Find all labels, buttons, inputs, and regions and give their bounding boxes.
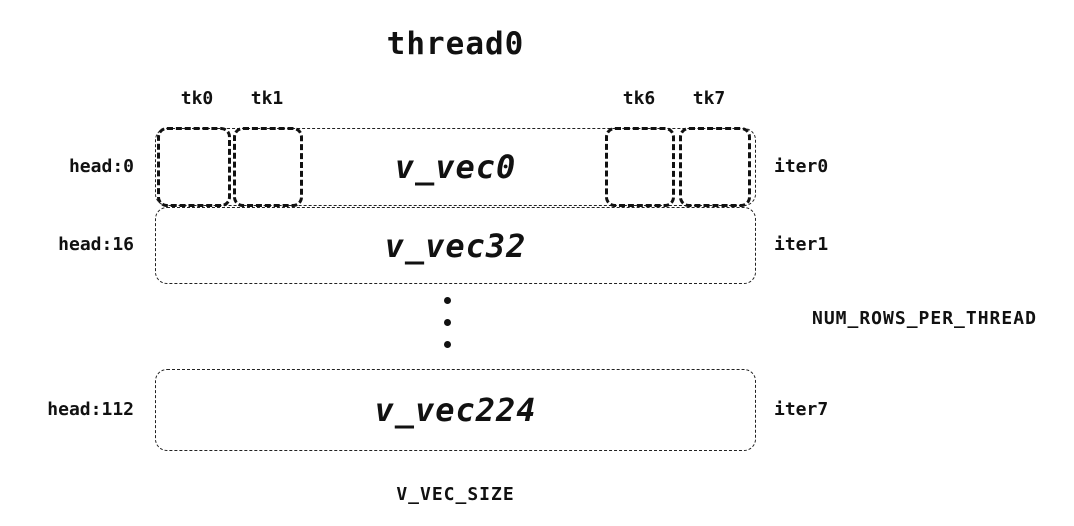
v-vec-size-label: V_VEC_SIZE	[396, 484, 515, 505]
iter0-label: iter0	[774, 156, 829, 177]
tk0-box	[157, 127, 231, 207]
row-iter1: v_vec32	[155, 207, 756, 284]
tk7-box	[679, 127, 751, 207]
row-iter7: v_vec224	[155, 369, 756, 451]
tk0-label: tk0	[180, 88, 214, 109]
diagram-title: thread0	[386, 26, 525, 62]
vec-label-iter7: v_vec224	[374, 391, 537, 429]
num-rows-per-thread-label: NUM_ROWS_PER_THREAD	[812, 308, 1037, 329]
vec-label-iter1: v_vec32	[384, 226, 527, 265]
tk7-label: tk7	[692, 88, 726, 109]
ellipsis-dot	[444, 341, 451, 348]
iter1-label: iter1	[774, 234, 829, 255]
tk6-label: tk6	[622, 88, 656, 109]
ellipsis-dot	[444, 319, 451, 326]
head-label-iter1: head:16	[58, 234, 134, 255]
vertical-ellipsis-icon	[444, 297, 451, 348]
tk1-label: tk1	[250, 88, 284, 109]
tk1-box	[233, 127, 303, 207]
row-iter0: v_vec0	[155, 128, 756, 206]
vec-label-iter0: v_vec0	[394, 148, 517, 186]
head-label-iter0: head:0	[68, 156, 134, 177]
tk6-box	[605, 127, 675, 207]
head-label-iter7: head:112	[47, 399, 134, 420]
ellipsis-dot	[444, 297, 451, 304]
iter7-label: iter7	[774, 399, 829, 420]
